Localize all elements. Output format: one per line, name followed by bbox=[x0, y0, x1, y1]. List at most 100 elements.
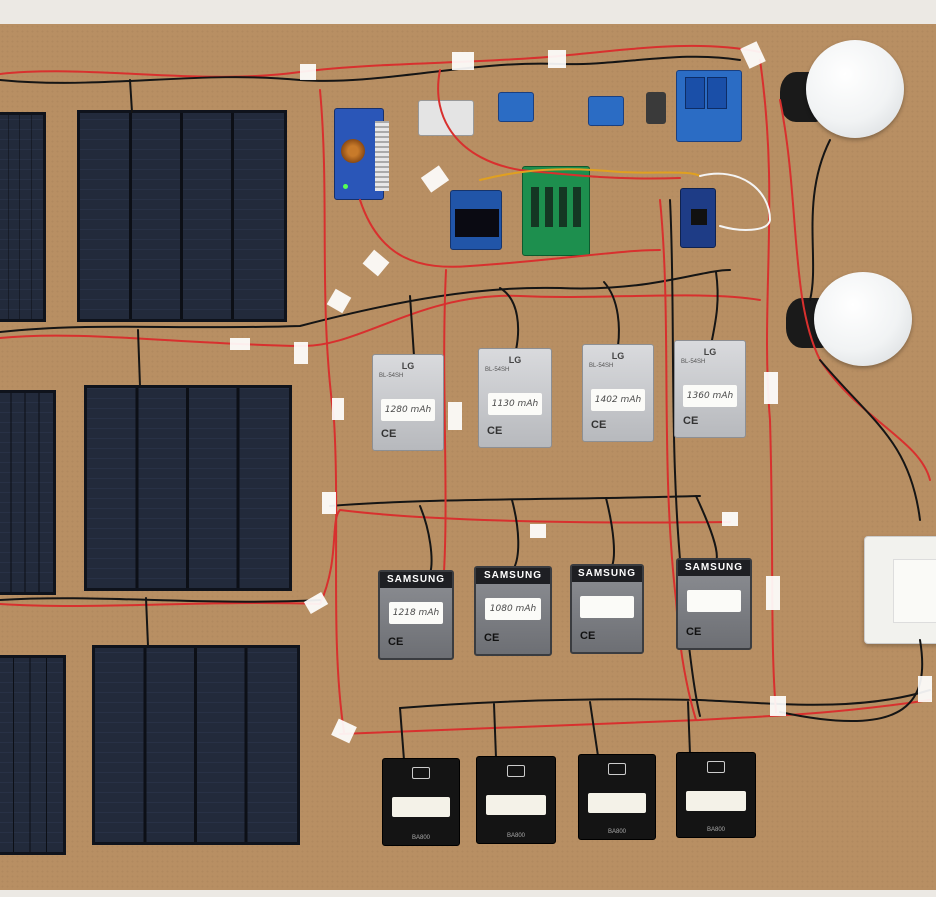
wire-bw-drop-3 bbox=[589, 701, 599, 757]
wire-black-bulb bbox=[809, 139, 831, 301]
wire-black-switch bbox=[779, 359, 924, 722]
capacity-label bbox=[580, 596, 634, 618]
wall-switch bbox=[864, 536, 936, 644]
lg-battery-1: LG BL-54SH 1280 mAh CE bbox=[372, 354, 444, 451]
ce-mark: CE bbox=[487, 425, 503, 437]
ce-mark: CE bbox=[580, 630, 596, 642]
tape-2 bbox=[452, 52, 474, 70]
lg-battery-2: LG BL-54SH 1130 mAh CE bbox=[478, 348, 552, 448]
capacity-label bbox=[588, 793, 646, 813]
tape-4 bbox=[740, 41, 766, 69]
wire-lg-drop-3 bbox=[603, 281, 620, 347]
samsung-battery-4: SAMSUNG CE bbox=[676, 558, 752, 650]
tape-19 bbox=[722, 512, 738, 526]
battery-brand: LG bbox=[611, 351, 625, 361]
wire-red-row1 bbox=[0, 294, 761, 348]
light-bulb-2 bbox=[814, 272, 912, 366]
ce-mark: CE bbox=[591, 419, 607, 431]
heatsink bbox=[375, 121, 389, 191]
wire-lg-drop-4 bbox=[711, 271, 719, 341]
relay-1 bbox=[685, 77, 705, 109]
black-battery-3: BA800 bbox=[578, 754, 656, 840]
tape-3 bbox=[548, 50, 566, 68]
tape-16 bbox=[420, 165, 450, 193]
tape-1 bbox=[300, 64, 316, 80]
ce-mark: CE bbox=[381, 428, 397, 440]
wire-black-row3 bbox=[399, 689, 931, 709]
ce-mark: CE bbox=[683, 415, 699, 427]
wire-panel-drop-3 bbox=[145, 597, 149, 647]
battery-model: BL-54SH bbox=[681, 359, 706, 365]
tape-10 bbox=[331, 718, 357, 744]
tape-13 bbox=[770, 696, 786, 716]
small-pcb bbox=[646, 92, 666, 124]
microcontroller-chip bbox=[691, 209, 707, 225]
capacity-label: 1280 mAh bbox=[381, 399, 435, 421]
relay-2 bbox=[707, 77, 727, 109]
bms-chip-row bbox=[531, 187, 583, 227]
ce-mark: CE bbox=[686, 626, 702, 638]
tape-11 bbox=[764, 372, 778, 404]
tape-18 bbox=[530, 524, 546, 538]
wire-panel-drop-1 bbox=[129, 79, 133, 113]
wire-red-vertical-4 bbox=[759, 59, 777, 713]
tape-12 bbox=[766, 576, 780, 610]
wire-bw-drop-4 bbox=[687, 701, 691, 755]
tape-9 bbox=[303, 591, 329, 615]
wire-yellow bbox=[479, 168, 701, 181]
capacity-label: 1080 mAh bbox=[484, 598, 542, 620]
wire-red-top bbox=[0, 44, 761, 78]
battery-notch bbox=[412, 767, 430, 779]
capacity-label: 1130 mAh bbox=[487, 393, 543, 415]
tape-6 bbox=[294, 342, 308, 364]
wire-sam-drop-3 bbox=[605, 497, 615, 567]
wire-red-row3 bbox=[339, 699, 931, 735]
battery-model: BA800 bbox=[607, 829, 626, 835]
current-sensor-module-1 bbox=[498, 92, 534, 122]
battery-notch bbox=[707, 761, 725, 773]
ce-mark: CE bbox=[484, 632, 500, 644]
light-bulb-1 bbox=[806, 40, 904, 138]
samsung-battery-2: SAMSUNG 1080 mAh CE bbox=[474, 566, 552, 656]
current-sensor-module-2 bbox=[588, 96, 624, 126]
capacity-label bbox=[686, 791, 746, 811]
wire-bw-drop-2 bbox=[493, 703, 497, 759]
wire-sam-drop-2 bbox=[511, 499, 520, 569]
wire-black-row1 bbox=[0, 269, 731, 333]
battery-model: BL-54SH bbox=[485, 367, 510, 373]
tape-15 bbox=[332, 398, 344, 420]
tape-8 bbox=[322, 492, 336, 514]
tape-20 bbox=[918, 676, 932, 702]
capacity-label bbox=[686, 590, 742, 612]
battery-model: BA800 bbox=[706, 827, 725, 833]
wire-red-vertical-3 bbox=[659, 199, 697, 721]
black-battery-1: BA800 bbox=[382, 758, 460, 846]
samsung-battery-1: SAMSUNG 1218 mAh CE bbox=[378, 570, 454, 660]
ce-mark: CE bbox=[388, 636, 404, 648]
solar-panel-left-1 bbox=[0, 112, 46, 322]
arduino-nano bbox=[680, 188, 716, 248]
solar-panel-3 bbox=[92, 645, 300, 845]
wire-sam-drop-1 bbox=[419, 505, 433, 575]
battery-model: BA800 bbox=[411, 835, 430, 841]
inductor bbox=[341, 139, 365, 163]
battery-brand: LG bbox=[703, 347, 717, 357]
capacity-label: 1402 mAh bbox=[591, 389, 645, 411]
solar-panel-2 bbox=[84, 385, 292, 591]
tape-14 bbox=[448, 402, 462, 430]
wire-lg-drop-2 bbox=[499, 287, 520, 351]
samsung-battery-3: SAMSUNG CE bbox=[570, 564, 644, 654]
wire-white bbox=[699, 172, 772, 231]
oled-display bbox=[450, 190, 502, 250]
battery-model: BL-54SH bbox=[589, 363, 614, 369]
battery-model: BL-54SH bbox=[379, 373, 404, 379]
switch-rocker bbox=[893, 559, 936, 623]
led bbox=[343, 184, 348, 189]
wire-black-top bbox=[0, 55, 741, 84]
wire-black-row2 bbox=[0, 495, 701, 603]
battery-brand: SAMSUNG bbox=[380, 572, 452, 588]
battery-brand: SAMSUNG bbox=[476, 568, 550, 584]
wire-red-row2 bbox=[0, 508, 731, 607]
battery-brand: SAMSUNG bbox=[572, 566, 642, 582]
